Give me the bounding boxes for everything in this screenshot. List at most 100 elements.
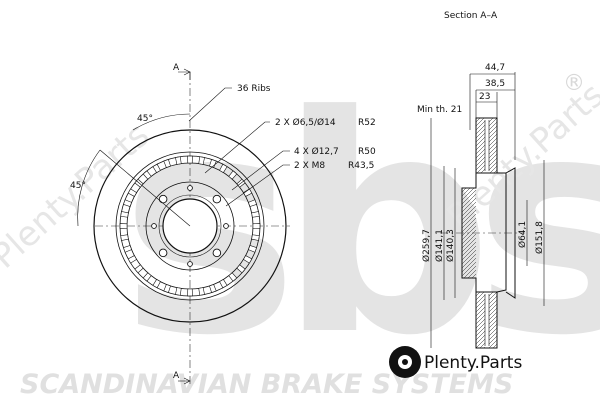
leader-callout-2 bbox=[231, 150, 290, 191]
hub-outer bbox=[145, 181, 235, 271]
section-view: Section A–A 44,7 38,5 23 Min th. 21 bbox=[417, 11, 545, 349]
hatch-line bbox=[471, 273, 477, 279]
hatch-line bbox=[475, 132, 486, 143]
hatch-line bbox=[488, 331, 498, 341]
dia-141-1: Ø141,1 bbox=[434, 229, 445, 262]
angle-arc-left bbox=[77, 149, 101, 227]
wheel-bolt-hole bbox=[158, 194, 168, 204]
hatch-line bbox=[488, 145, 498, 155]
vent-rib bbox=[123, 199, 132, 207]
section-title: Section A–A bbox=[444, 11, 498, 21]
hatch-line bbox=[488, 129, 498, 139]
front-view: A A 45° 45° 36 Ribs 2 X Ø6,5/Ø14 R52 4 X… bbox=[70, 63, 376, 385]
vent-rib bbox=[119, 223, 128, 229]
hatch-line bbox=[488, 319, 498, 329]
hatch-line bbox=[488, 323, 498, 333]
dim-23: 23 bbox=[479, 92, 490, 102]
hatch-line bbox=[488, 117, 494, 123]
section-marker-top: A bbox=[173, 63, 180, 73]
callout-3-radius: R43,5 bbox=[348, 161, 374, 171]
vent-rib bbox=[228, 170, 238, 180]
vent-rib bbox=[228, 272, 238, 282]
callout-2-radius: R50 bbox=[358, 147, 376, 157]
section-arrow-head-top bbox=[183, 68, 191, 76]
hatch-line bbox=[461, 245, 477, 261]
hatch-line bbox=[475, 318, 486, 329]
hatch-line bbox=[475, 152, 486, 163]
plenty-parts-logo: Plenty.Parts bbox=[389, 346, 522, 378]
vent-rib bbox=[142, 272, 152, 282]
hatch-line bbox=[475, 338, 486, 349]
vent-rib bbox=[209, 284, 217, 293]
vent-rib bbox=[219, 163, 228, 173]
section-marker-bottom: A bbox=[173, 371, 180, 381]
vent-rib bbox=[142, 170, 152, 180]
hatch-line bbox=[461, 187, 475, 201]
hatch-line bbox=[475, 310, 486, 321]
vent-rib bbox=[248, 199, 257, 207]
hat-outer-profile bbox=[496, 172, 507, 293]
center-bore-chamfer bbox=[158, 194, 222, 258]
angle-top-label: 45° bbox=[137, 114, 153, 124]
hatch-line bbox=[488, 299, 498, 309]
hatch-line bbox=[461, 187, 467, 193]
hatch-line bbox=[475, 326, 486, 337]
hatch-line bbox=[475, 117, 481, 123]
hatch-line bbox=[488, 157, 498, 167]
wheel-bolt-hole bbox=[212, 248, 222, 258]
hatch-line bbox=[488, 311, 498, 321]
leader-callout-1 bbox=[204, 121, 270, 174]
hatch-line bbox=[493, 169, 498, 174]
hatch-line bbox=[475, 128, 486, 139]
screw-hole bbox=[187, 185, 193, 191]
dia-140-3: Ø140,3 bbox=[445, 229, 456, 262]
hatch-line bbox=[488, 327, 498, 337]
hatch-line bbox=[475, 120, 486, 131]
vent-rib bbox=[251, 211, 260, 218]
hatch-line bbox=[461, 253, 477, 269]
hatch-line bbox=[488, 153, 498, 163]
callout-1-radius: R52 bbox=[358, 118, 376, 128]
hatch-line bbox=[461, 233, 477, 249]
scandinavian-watermark: SCANDINAVIAN BRAKE SYSTEMS bbox=[20, 369, 513, 400]
angle-left-label: 45° bbox=[70, 181, 86, 191]
m8-thread-hole bbox=[151, 223, 157, 229]
wheel-bolt-hole bbox=[212, 194, 222, 204]
m8-thread-hole bbox=[223, 223, 229, 229]
vent-rib bbox=[187, 288, 193, 297]
hatch-line bbox=[488, 307, 498, 317]
hatch-line bbox=[488, 141, 498, 151]
hatch-line bbox=[475, 160, 486, 171]
hatch-line bbox=[488, 117, 498, 127]
friction-ring-lower bbox=[475, 291, 498, 349]
vent-rib bbox=[152, 163, 161, 173]
vent-rib bbox=[152, 279, 161, 289]
hatch-line bbox=[461, 197, 477, 213]
wheel-bolt-hole bbox=[158, 248, 168, 258]
section-arrow-head-bottom bbox=[183, 377, 191, 385]
hatch-line bbox=[488, 125, 498, 135]
hatch-line bbox=[461, 205, 477, 221]
hatch-line bbox=[488, 291, 494, 297]
disc-hat-edge bbox=[115, 151, 265, 301]
vent-rib bbox=[236, 264, 246, 274]
callout-2: 4 X Ø12,7 bbox=[294, 146, 339, 157]
hatch-line bbox=[492, 343, 498, 349]
hatch-line bbox=[475, 298, 486, 309]
callout-1: 2 X Ø6,5/Ø14 bbox=[275, 117, 336, 128]
plenty-gear-center bbox=[402, 359, 408, 365]
leader-ribs bbox=[188, 87, 232, 122]
hatch-line bbox=[480, 168, 486, 174]
hatch-line bbox=[475, 117, 485, 127]
registered-mark: ® bbox=[563, 71, 585, 96]
hatch-line bbox=[488, 133, 498, 143]
vent-rib bbox=[127, 255, 137, 264]
hatch-line bbox=[475, 140, 486, 151]
min-thickness: Min th. 21 bbox=[417, 105, 462, 115]
vent-rib bbox=[163, 159, 171, 168]
hatch-line bbox=[488, 339, 498, 349]
ribs-label: 36 Ribs bbox=[237, 84, 271, 94]
disc-outer-edge bbox=[93, 129, 287, 323]
